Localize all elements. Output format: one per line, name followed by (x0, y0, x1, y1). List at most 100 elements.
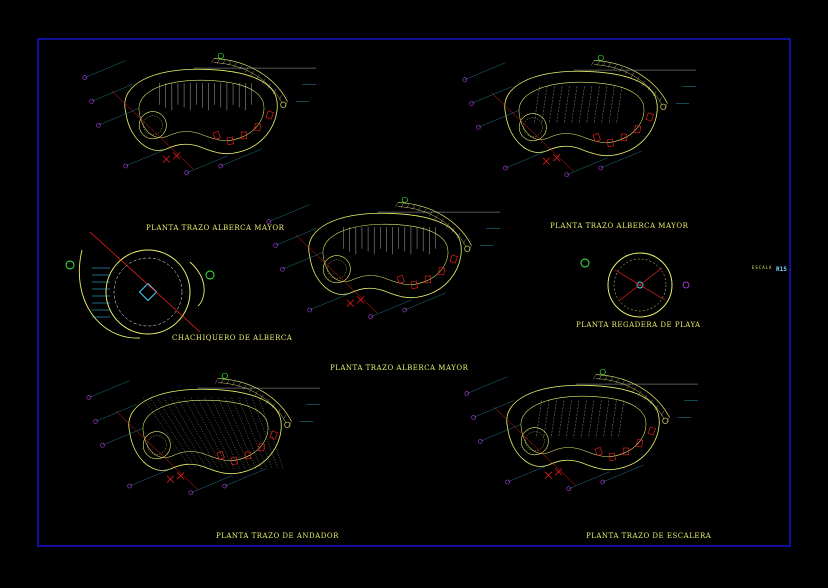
grid-hatch (588, 400, 595, 438)
grid-hatch (563, 86, 570, 124)
arc-hatch (232, 380, 236, 386)
diag-hatch (149, 397, 197, 470)
grid-hatch (616, 86, 623, 124)
grid-hatch (601, 86, 608, 124)
red-x-marker (346, 299, 355, 307)
callout-leader (84, 60, 126, 78)
arc-hatch (644, 395, 647, 400)
grid-hatch (556, 86, 563, 124)
chach-arc-right (189, 261, 205, 307)
grid-bubble (598, 165, 604, 171)
jacuzzi-outline (142, 431, 171, 460)
pool-inner-outline (142, 400, 269, 461)
drawing-border (37, 38, 791, 547)
grid-bubble (280, 266, 285, 272)
arc-hatch (429, 211, 433, 217)
grid-bubble (402, 307, 408, 313)
grid-hatch (550, 400, 557, 438)
arc-hatch (636, 76, 640, 82)
arc-hatch (440, 218, 444, 224)
callout-leader (568, 471, 610, 489)
arc-hatch (619, 66, 623, 72)
grid-bubble (478, 438, 483, 444)
arc-band-inner (213, 62, 283, 103)
arc-hatch (412, 204, 416, 210)
chach-arc (78, 249, 141, 339)
callout-leader (473, 400, 515, 418)
red-x-marker (176, 472, 185, 480)
green-marker (599, 368, 606, 375)
red-block (645, 112, 654, 122)
callout-leader (88, 380, 130, 398)
arc-hatch (647, 85, 651, 91)
green-marker (597, 54, 604, 61)
pool-plan-top-left (82, 52, 317, 176)
grid-bubble (89, 99, 94, 104)
arc-hatch (462, 238, 466, 244)
grid-bubble (222, 483, 228, 489)
red-x-marker (542, 157, 551, 165)
title-planta-alberca-mayor-3: PLANTA TRAZO ALBERCA MAYOR (330, 364, 469, 372)
arc-hatch (233, 62, 237, 68)
diag-hatch (163, 397, 208, 470)
pool-outer-outline (124, 68, 278, 155)
chach-marker (65, 260, 75, 270)
grid-bubble (86, 395, 92, 400)
arc-hatch (613, 64, 617, 70)
pool-outer-outline (128, 388, 282, 475)
callout-leader (404, 292, 446, 311)
jacuzzi-inner (147, 435, 167, 455)
callout-leader (190, 475, 232, 493)
diag-hatch (204, 397, 240, 470)
regadera-outer (607, 252, 673, 318)
arc-hatch (627, 383, 631, 389)
yellow-marker (660, 103, 667, 110)
grid-hatch (610, 400, 617, 438)
grid-hatch (536, 400, 542, 438)
grid-hatch (573, 400, 580, 438)
grid-bubble (564, 172, 570, 178)
title-planta-alberca-mayor-1: PLANTA TRAZO ALBERCA MAYOR (146, 224, 285, 232)
red-block (269, 430, 278, 440)
red-block (230, 456, 238, 466)
red-block (449, 254, 458, 264)
title-planta-trazo-de-escalera: PLANTA TRAZO DE ESCALERA (586, 532, 712, 540)
callout-leader (566, 157, 608, 175)
chach-marker (205, 270, 215, 280)
grid-bubble (368, 314, 374, 320)
arc-hatch (591, 60, 595, 66)
yellow-marker (284, 421, 291, 428)
diag-hatch (224, 397, 257, 470)
grid-bubble (273, 243, 278, 248)
arc-hatch (593, 374, 597, 380)
arc-hatch (249, 387, 253, 393)
arc-hatch (615, 378, 619, 384)
arc-hatch (262, 79, 265, 84)
red-block (396, 274, 405, 284)
yellow-marker (464, 245, 471, 252)
grid-bubble (471, 415, 476, 420)
pool-outer-outline (504, 70, 658, 157)
jacuzzi-inner (523, 117, 543, 137)
arc-hatch (245, 67, 249, 73)
red-block (437, 267, 446, 276)
sheet-number: R15 (776, 266, 787, 273)
red-x-marker (544, 471, 553, 479)
red-x-marker (554, 468, 563, 476)
section-line (295, 235, 378, 314)
regadera-drain (636, 281, 644, 289)
pool-outer-outline (308, 212, 462, 299)
arc-hatch (596, 60, 600, 66)
arc-hatch (271, 403, 275, 409)
red-x-marker (166, 475, 175, 483)
arc-band (213, 58, 288, 102)
diag-hatch (238, 397, 268, 470)
red-block (608, 452, 616, 462)
pool-plan-bottom-right (464, 368, 699, 492)
arc-hatch (604, 375, 608, 381)
grid-hatch (580, 400, 587, 438)
red-block (216, 450, 225, 460)
callout-leader (102, 428, 144, 446)
arc-hatch (632, 386, 636, 392)
arc-hatch (630, 72, 634, 78)
